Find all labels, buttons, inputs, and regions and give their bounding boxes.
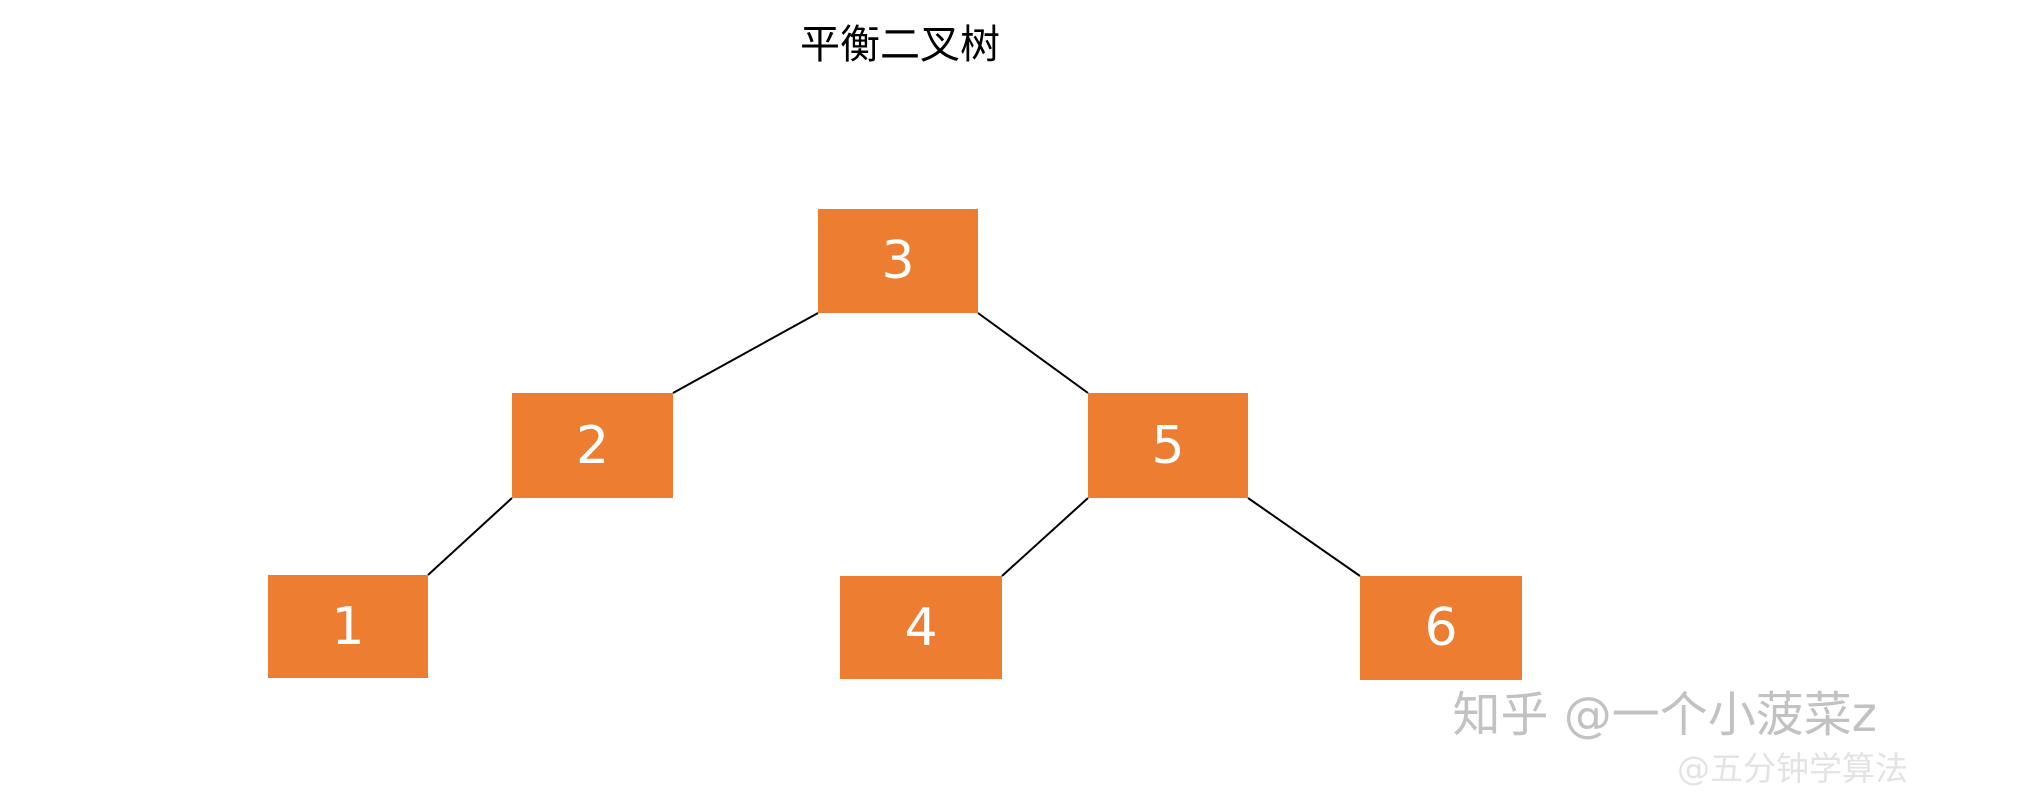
watermark-zhihu-author: 知乎 @一个小菠菜z [1452,687,1877,743]
tree-node-5: 5 [1088,393,1248,498]
tree-node-2: 2 [512,393,673,498]
tree-node-6: 6 [1360,576,1522,680]
watermark-channel: @五分钟学算法 [1677,749,1908,788]
tree-node-4: 4 [840,576,1002,679]
tree-edge-2-1 [427,497,513,576]
tree-edge-3-5 [977,312,1089,394]
tree-edge-5-6 [1247,497,1361,577]
tree-edge-5-4 [1001,497,1089,577]
diagram-title: 平衡二叉树 [800,22,1000,68]
tree-edge-3-2 [672,312,819,394]
tree-node-3: 3 [818,209,978,313]
tree-node-1: 1 [268,575,428,678]
